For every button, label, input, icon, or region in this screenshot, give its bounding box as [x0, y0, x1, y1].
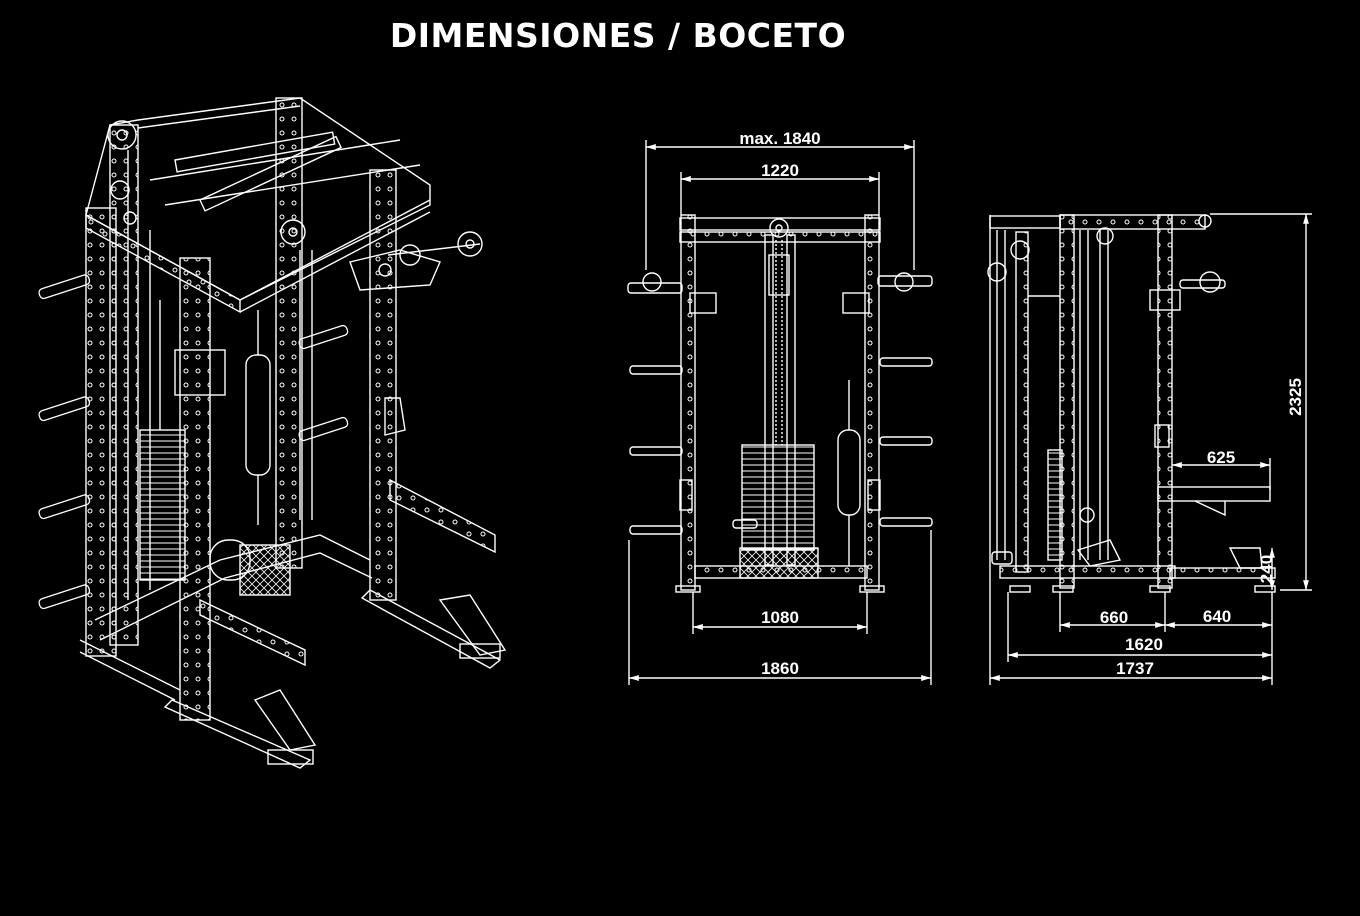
dim-max-width: max. 1840: [739, 129, 820, 148]
dim-outer-depth: 640: [1203, 607, 1231, 626]
dim-height: 2325: [1286, 378, 1305, 416]
dim-total-width: 1860: [761, 659, 799, 678]
dim-foot-height: 240: [1257, 555, 1276, 583]
front-view: [627, 140, 933, 685]
side-view: [987, 213, 1312, 685]
page-title: DIMENSIONES / BOCETO: [389, 16, 847, 55]
dim-inner-depth: 660: [1100, 608, 1128, 627]
dim-base-inner: 1080: [761, 608, 799, 627]
dim-total-depth: 1737: [1116, 659, 1154, 678]
dim-arm-length: 625: [1207, 448, 1235, 467]
dim-depth: 1620: [1125, 635, 1163, 654]
isometric-view: [38, 97, 507, 769]
dim-top-width: 1220: [761, 161, 799, 180]
